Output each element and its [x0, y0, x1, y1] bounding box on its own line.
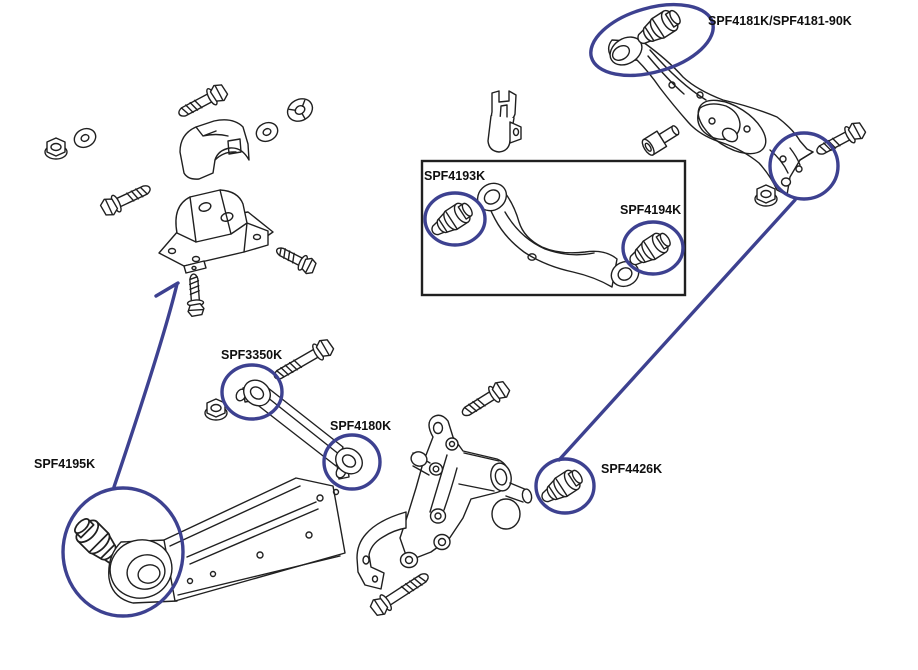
lower-arm-nut: [754, 184, 778, 207]
upper-control-arm-body: [476, 182, 640, 288]
highlight-annotations: [61, 2, 840, 618]
inset-box-border: [420, 159, 687, 297]
mount-bolt-bottom: [184, 272, 206, 318]
highlight-ellipse-arm-fork: [768, 131, 840, 201]
upper-arm-inset: [420, 159, 687, 297]
part-label-spf3350k: SPF3350K: [221, 348, 282, 362]
mount-bolt-left: [98, 179, 155, 219]
trailing-arm-assembly: [68, 477, 346, 604]
mount-push-nut: [282, 93, 318, 127]
mount-bolt-right: [272, 241, 319, 277]
hub-knuckle-assembly: [356, 377, 533, 620]
highlight-ellipse-spf4194k: [621, 220, 685, 276]
highlight-ellipse-spf3350k: [220, 363, 284, 421]
mount-washer-left: [70, 124, 100, 152]
part-label-spf4426k: SPF4426K: [601, 462, 662, 476]
part-label-spf4180k: SPF4180K: [330, 419, 391, 433]
highlight-ellipse-spf4180k: [322, 433, 382, 491]
lower-arm-body: [607, 36, 814, 196]
rear-lower-control-arm: [607, 5, 869, 207]
socket-head-bolt: [641, 125, 680, 156]
highlight-ellipse-spf4195k: [61, 486, 185, 618]
highlight-ellipse-spf4181k: [589, 2, 715, 78]
bushing-spf4193k: [426, 198, 477, 242]
mount-flange-nut: [44, 137, 68, 160]
knuckle-body: [356, 414, 533, 590]
mount-bracket: [158, 189, 274, 274]
part-labels: SPF4181K/SPF4181-90K SPF4193K SPF4194K S…: [34, 14, 852, 476]
part-label-spf4195k: SPF4195K: [34, 457, 95, 471]
lower-arm-bolt: [812, 119, 869, 161]
mount-washer-right: [252, 118, 282, 146]
part-label-spf4194k: SPF4194K: [620, 203, 681, 217]
knuckle-bolt-upper: [457, 377, 513, 423]
highlight-ellipse-spf4193k: [423, 191, 487, 247]
bushing-spf4426k: [536, 465, 587, 509]
trailing-arm-body: [108, 477, 346, 604]
leader-arrow-shaft-spf4195k: [112, 282, 179, 489]
leader-line-spf4426k: [557, 198, 797, 462]
mount-rubber-cover: [179, 119, 250, 180]
highlight-ellipse-spf4426k: [534, 457, 596, 515]
shock-clevis-bracket: [487, 90, 522, 153]
subframe-mount-assembly: [44, 81, 319, 318]
part-label-spf4181k: SPF4181K/SPF4181-90K: [708, 14, 852, 28]
leader-arrow-head-spf4195k: [154, 281, 180, 298]
mount-bolt-top: [174, 81, 231, 123]
part-label-spf4193k: SPF4193K: [424, 169, 485, 183]
